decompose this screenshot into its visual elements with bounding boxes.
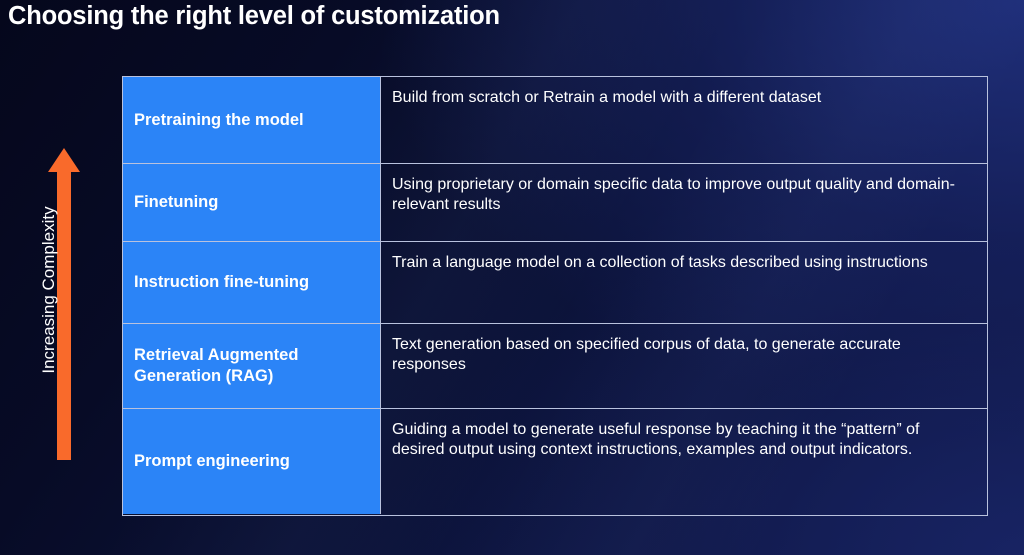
- row-label: Prompt engineering: [123, 409, 381, 514]
- table-row: Pretraining the model Build from scratch…: [123, 77, 987, 164]
- axis-label-increasing-complexity: Increasing Complexity: [39, 206, 58, 374]
- table-row: Retrieval Augmented Generation (RAG) Tex…: [123, 324, 987, 409]
- row-description: Using proprietary or domain specific dat…: [392, 176, 955, 214]
- row-label: Instruction fine-tuning: [123, 242, 381, 323]
- page-title: Choosing the right level of customizatio…: [8, 2, 500, 30]
- row-description: Train a language model on a collection o…: [392, 254, 928, 271]
- row-description: Build from scratch or Retrain a model wi…: [392, 89, 822, 106]
- row-label: Retrieval Augmented Generation (RAG): [123, 324, 381, 408]
- row-label: Finetuning: [123, 164, 381, 241]
- table-row: Prompt engineering Guiding a model to ge…: [123, 409, 987, 514]
- table-row: Finetuning Using proprietary or domain s…: [123, 164, 987, 242]
- customization-levels-table: Pretraining the model Build from scratch…: [122, 76, 988, 516]
- up-arrow-icon: [47, 148, 81, 460]
- row-label: Pretraining the model: [123, 77, 381, 163]
- row-description: Guiding a model to generate useful respo…: [392, 421, 920, 459]
- table-row: Instruction fine-tuning Train a language…: [123, 242, 987, 324]
- row-description: Text generation based on specified corpu…: [392, 336, 901, 374]
